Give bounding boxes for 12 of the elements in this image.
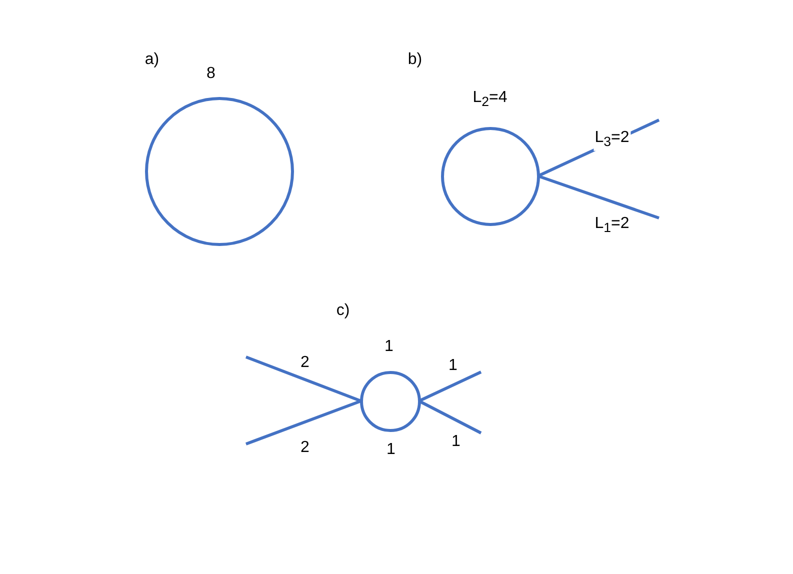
line	[418, 370, 482, 402]
panel-label: c)	[335, 302, 351, 320]
line	[538, 174, 660, 220]
panel-label: a)	[144, 51, 160, 69]
line	[245, 400, 362, 446]
edge-label: L$_{3}$=2	[594, 128, 630, 152]
circle	[144, 96, 294, 246]
line	[245, 356, 362, 402]
circle	[360, 370, 420, 432]
line	[418, 400, 482, 434]
circle	[440, 126, 540, 226]
panel-label: b)	[406, 51, 424, 69]
